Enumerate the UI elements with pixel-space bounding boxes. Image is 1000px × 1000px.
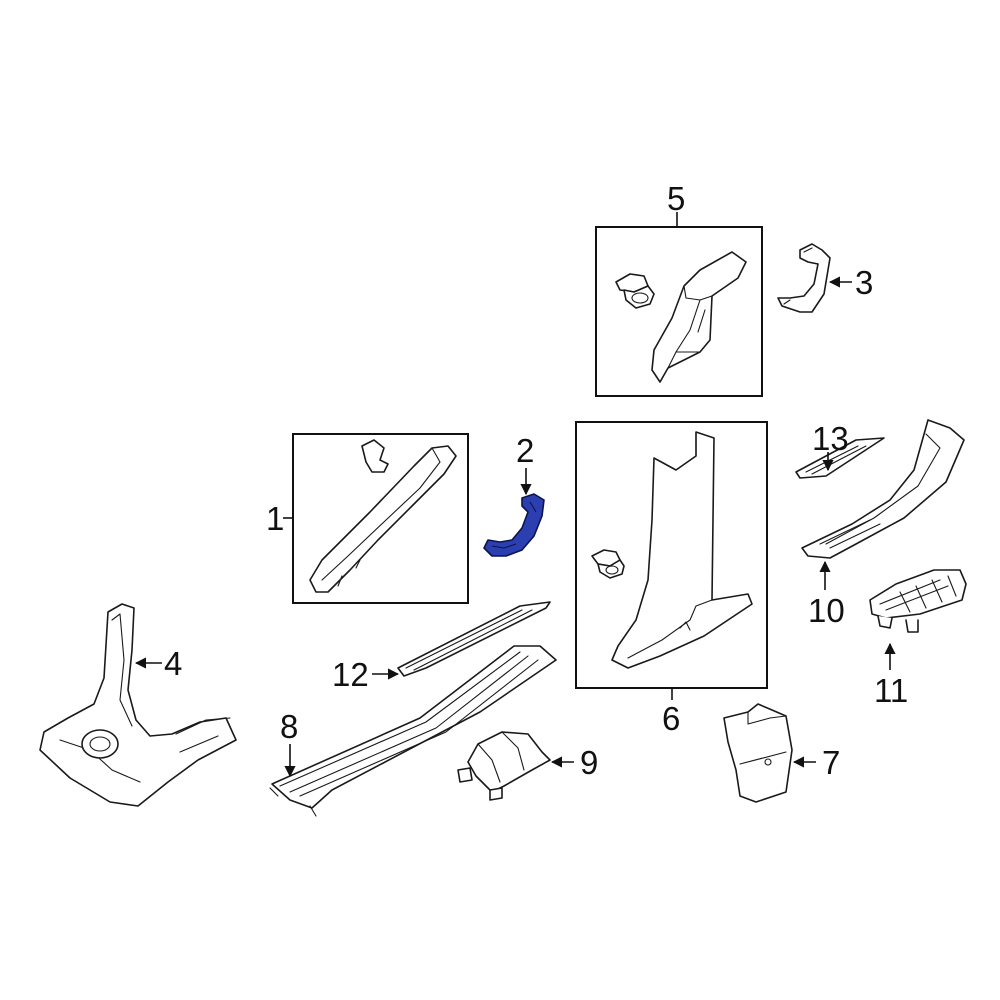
part-9-bracket[interactable]: [457, 731, 551, 801]
callout-5-box: [595, 226, 763, 397]
part-11-bracket[interactable]: [869, 569, 967, 633]
callout-label-4: 4: [164, 645, 182, 682]
part-10-sill-plate[interactable]: [801, 419, 965, 559]
callout-label-7: 7: [822, 744, 840, 781]
part-1-pillar-trim[interactable]: [309, 445, 457, 593]
callout-label-3: 3: [855, 264, 873, 301]
callout-label-2: 2: [516, 432, 534, 469]
part-6-pillar-trim[interactable]: [611, 431, 753, 669]
callout-label-10: 10: [808, 592, 845, 629]
callout-label-11: 11: [874, 672, 908, 709]
part-1-clip[interactable]: [361, 439, 389, 473]
part-8-sill-plate[interactable]: [269, 645, 557, 817]
part-6-clip[interactable]: [591, 549, 625, 579]
callout-label-12: 12: [332, 656, 369, 693]
callout-label-1: 1: [266, 500, 284, 537]
part-5-clip[interactable]: [615, 273, 655, 309]
callout-label-8: 8: [280, 708, 298, 745]
callout-label-13: 13: [812, 420, 849, 457]
part-7-bracket[interactable]: [723, 703, 793, 803]
part-13-trim-strip[interactable]: [795, 437, 885, 479]
callout-label-9: 9: [580, 744, 598, 781]
callout-label-5: 5: [667, 180, 685, 217]
part-5-pillar-trim[interactable]: [651, 251, 747, 383]
callout-label-6: 6: [662, 700, 680, 737]
part-4-kick-panel[interactable]: [39, 603, 237, 807]
part-3-grab-handle[interactable]: [777, 243, 831, 313]
part-2-grab-handle[interactable]: [483, 493, 545, 557]
part-12-scuff-strip[interactable]: [397, 601, 551, 677]
